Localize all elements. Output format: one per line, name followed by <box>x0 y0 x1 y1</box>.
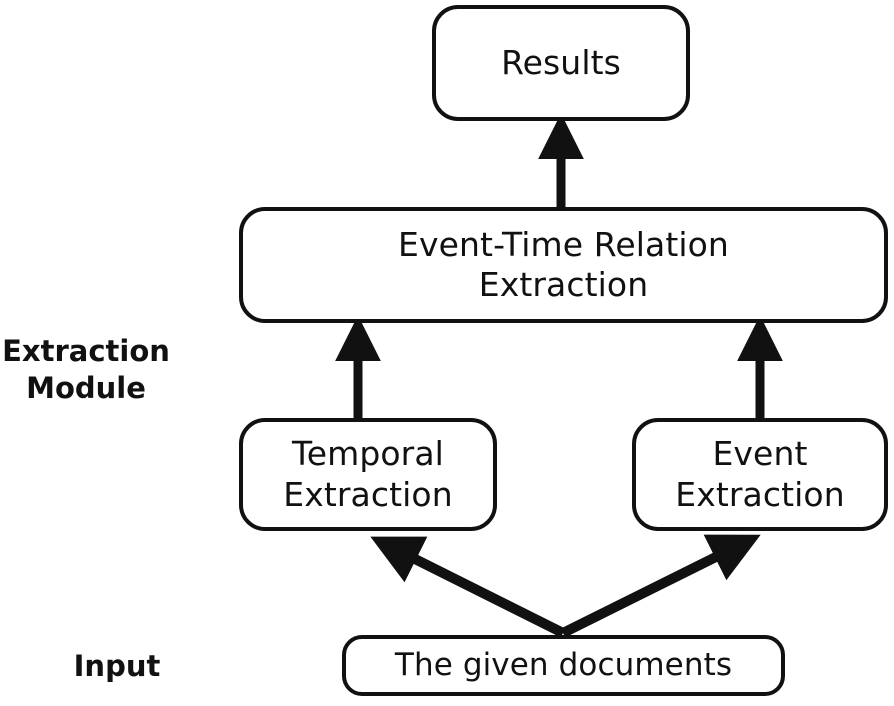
node-results-label: Results <box>501 42 621 82</box>
stage-label-input: Input <box>73 649 161 683</box>
node-temporal-extraction[interactable]: Temporal Extraction <box>239 418 497 531</box>
node-the-given-documents[interactable]: The given documents <box>342 635 785 696</box>
edge-documents-to-event <box>560 534 761 638</box>
node-results[interactable]: Results <box>432 5 690 121</box>
edge-documents-to-temporal <box>370 536 566 638</box>
node-event-extraction-label: Event Extraction <box>675 434 845 514</box>
stage-label-extraction-module: Extraction Module <box>2 334 170 406</box>
node-the-given-documents-label: The given documents <box>394 646 733 683</box>
node-event-time-relation-extraction[interactable]: Event-Time Relation Extraction <box>239 207 888 323</box>
node-event-extraction[interactable]: Event Extraction <box>632 418 888 531</box>
node-event-time-relation-extraction-label: Event-Time Relation Extraction <box>398 224 729 304</box>
node-temporal-extraction-label: Temporal Extraction <box>283 434 453 514</box>
